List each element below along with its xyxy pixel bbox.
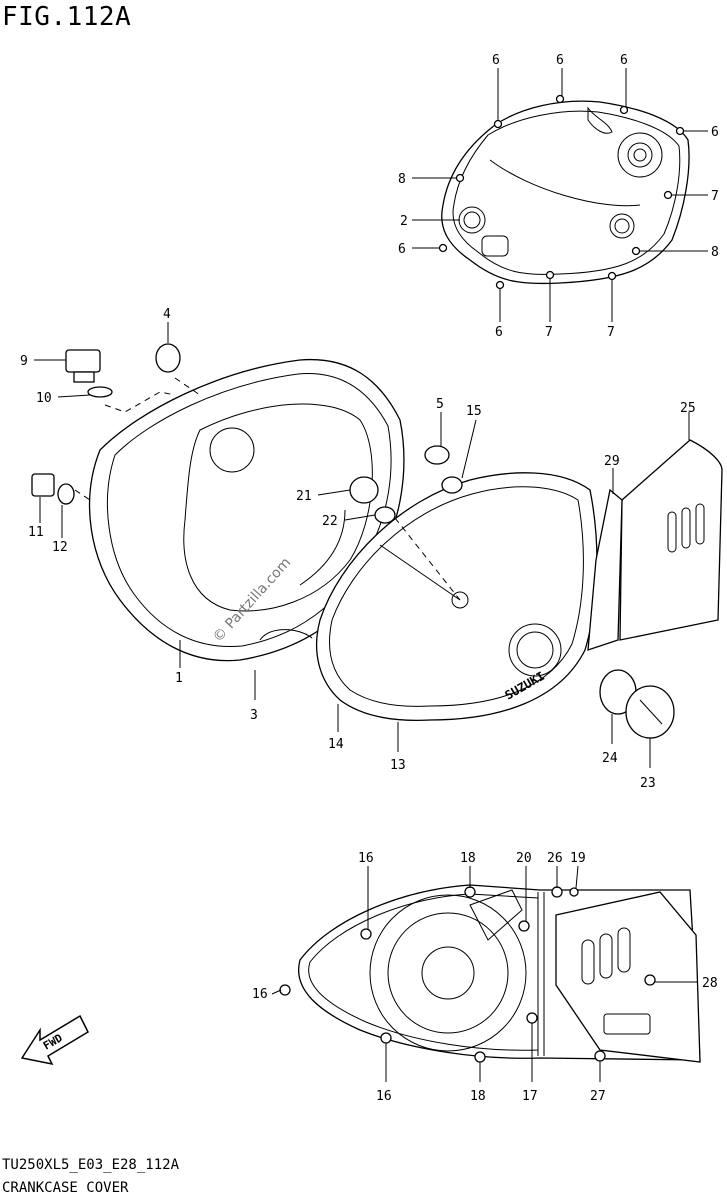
callout-1: 1 [175, 671, 183, 686]
middle-callouts: 4 9 10 5 15 25 11 12 21 22 29 1 3 14 13 … [20, 307, 696, 791]
callout-23: 23 [640, 776, 656, 791]
callout-27: 27 [590, 1089, 606, 1104]
callout-20: 20 [516, 851, 532, 866]
callout-7: 7 [607, 325, 615, 340]
callout-24: 24 [602, 751, 618, 766]
callout-18: 18 [470, 1089, 486, 1104]
callout-3: 3 [250, 708, 258, 723]
callout-12: 12 [52, 540, 68, 555]
dashed-lines [74, 377, 461, 601]
callout-21: 21 [296, 489, 312, 504]
callout-26: 26 [547, 851, 563, 866]
callout-22: 22 [322, 514, 338, 529]
callout-16: 16 [358, 851, 374, 866]
callout-9: 9 [20, 354, 28, 369]
fwd-arrow-icon: FWD [20, 1014, 89, 1066]
crankcase-assembly-side-view [279, 884, 701, 1063]
callout-25: 25 [680, 401, 696, 416]
clutch-cover-top-view [438, 94, 690, 290]
callout-4: 4 [163, 307, 171, 322]
callout-6: 6 [495, 325, 503, 340]
callout-16: 16 [376, 1089, 392, 1104]
callout-6: 6 [620, 53, 628, 68]
callout-6: 6 [556, 53, 564, 68]
callout-6: 6 [711, 125, 719, 140]
callout-15: 15 [466, 404, 482, 419]
figure-name: CRANKCASE COVER [2, 1180, 129, 1196]
callout-18: 18 [460, 851, 476, 866]
callout-8: 8 [711, 245, 719, 260]
callout-2: 2 [400, 214, 408, 229]
callout-7: 7 [545, 325, 553, 340]
callout-6: 6 [398, 242, 406, 257]
callout-5: 5 [436, 397, 444, 412]
callout-13: 13 [390, 758, 406, 773]
small-parts [31, 343, 675, 739]
callout-7: 7 [711, 189, 719, 204]
callout-29: 29 [604, 454, 620, 469]
callout-6: 6 [492, 53, 500, 68]
callout-11: 11 [28, 525, 44, 540]
callout-8: 8 [398, 172, 406, 187]
callout-19: 19 [570, 851, 586, 866]
figure-title: FIG.112A [2, 2, 132, 32]
callout-28: 28 [702, 976, 718, 991]
figure-code: TU250XL5_E03_E28_112A [2, 1157, 180, 1173]
top-callouts: 6 6 6 6 8 2 6 8 7 6 7 7 [398, 53, 719, 340]
generator-cover-side [587, 439, 723, 651]
callout-14: 14 [328, 737, 344, 752]
crankcase-cover-inner [89, 358, 405, 662]
callout-10: 10 [36, 391, 52, 406]
callout-16: 16 [252, 987, 268, 1002]
callout-17: 17 [522, 1089, 538, 1104]
bottom-callouts: 16 18 20 26 19 16 28 16 18 17 27 [252, 851, 718, 1104]
